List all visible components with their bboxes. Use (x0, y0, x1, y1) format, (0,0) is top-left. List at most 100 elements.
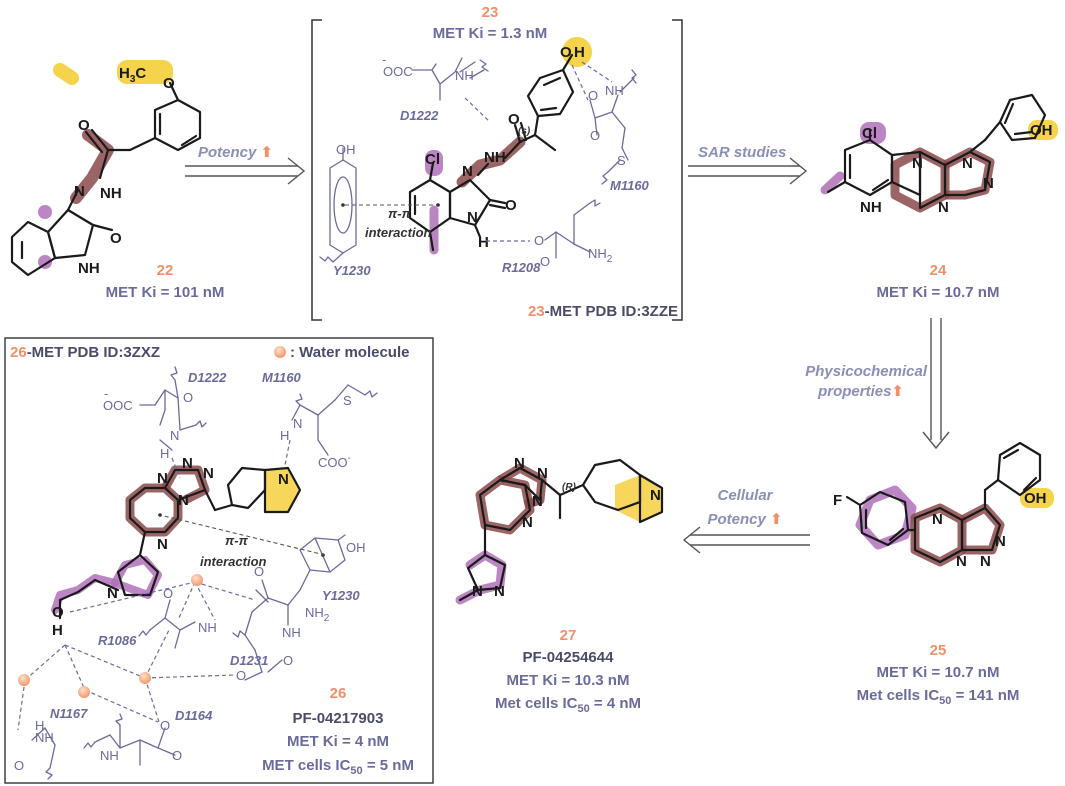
y1230-nh2-26: NH2 (305, 605, 330, 624)
compound-26-ki: MET Ki = 4 nM (287, 733, 389, 750)
n1-26: N (157, 470, 168, 487)
y1230-oh-26: OH (346, 540, 366, 555)
step-sar: SAR studies (698, 144, 786, 161)
m1160-o2: O (590, 128, 600, 143)
m1160-o: O (588, 88, 598, 103)
compound-27-structure (455, 458, 664, 605)
n2-25: N (956, 553, 967, 570)
stereo-s: (s) (518, 126, 531, 137)
n1-27: N (514, 455, 525, 472)
n2-24: N (938, 199, 949, 216)
m1160-s: S (617, 153, 626, 168)
d1164-nh-26: NH (100, 748, 119, 763)
pi-label-23: π-π (388, 206, 412, 221)
residue-d1222-26: D1222 (188, 370, 227, 385)
oxindole-h-23: H (478, 234, 489, 251)
amide-o-22: O (78, 117, 90, 134)
r1208-nh2: NH2 (588, 246, 613, 265)
water-legend: : Water molecule (290, 344, 409, 361)
y1230-o-26: O (254, 564, 264, 579)
y1230-nh-26: NH (282, 625, 301, 640)
residue-r1086-26: R1086 (98, 633, 137, 648)
n-22: N (74, 183, 85, 200)
step-cellular-2: Potency ⬆ (707, 511, 782, 528)
isatin-o-22: O (110, 230, 122, 247)
amide-o-23: O (508, 111, 520, 128)
compound-24-ki: MET Ki = 10.7 nM (877, 284, 1000, 301)
water-icon-2 (139, 672, 151, 684)
r1086-nh-26: NH (198, 620, 217, 635)
d1222-ooc: OOC (383, 64, 413, 79)
cl-24: Cl (862, 125, 877, 142)
ooc-charge: - (382, 52, 386, 67)
r1208-o: O (534, 233, 544, 248)
n1167-nh-26: NH (35, 730, 54, 745)
d1164-o2-26: O (172, 748, 182, 763)
compound-27-ic50: Met cells IC50 = 4 nM (495, 695, 641, 715)
n4-25: N (995, 533, 1006, 550)
water-icon-4 (18, 674, 30, 686)
compound-23-number: 23 (482, 4, 499, 21)
n5-26: N (157, 536, 168, 553)
n3-24: N (962, 155, 973, 172)
compound-26-structure (51, 465, 302, 620)
oxindole-o-23: O (505, 197, 517, 214)
n1167-o-26: O (14, 758, 24, 773)
quinoline-n-26: N (278, 471, 289, 488)
step-cellular-1: Cellular (717, 487, 773, 504)
interaction-label-23: interaction (365, 225, 432, 240)
n4-24: N (983, 175, 994, 192)
residue-r1208-23: R1208 (502, 260, 541, 275)
residue-d1222-23: D1222 (400, 108, 439, 123)
r1208-o2: O (540, 254, 550, 269)
compound-23-ki: MET Ki = 1.3 nM (433, 25, 548, 42)
d1222-ooc-26: OOC (103, 398, 133, 413)
oxindole-n-23: N (467, 209, 478, 226)
n1-24: N (912, 155, 923, 172)
n3-27: N (532, 493, 543, 510)
residue-n1167-26: N1167 (50, 706, 88, 721)
quinoline-n-27: N (650, 487, 661, 504)
arrow-23-24 (688, 157, 808, 185)
n1-25: N (932, 511, 943, 528)
compound-25-structure (845, 441, 1054, 567)
compound-26-number: 26 (330, 685, 347, 702)
n4-27: N (522, 514, 533, 531)
d1222-o-26: O (183, 390, 193, 405)
n3-25: N (980, 553, 991, 570)
compound-27-ki: MET Ki = 10.3 nM (507, 672, 630, 689)
arrow-24-25 (922, 318, 950, 450)
nh-22: NH (100, 185, 122, 202)
step-potency: Potency ⬆ (198, 144, 273, 161)
compound-27-number: 27 (560, 627, 577, 644)
d1231-o2-26: O (283, 653, 293, 668)
compound-26-ic50: MET cells IC50 = 5 nM (262, 757, 414, 777)
step-physchem-2: properties⬆ (817, 383, 904, 400)
d1222-nh: NH (455, 68, 474, 83)
residue-m1160-26: M1160 (262, 370, 302, 385)
m1160-h-26: H (280, 428, 289, 443)
complex-26-title: 26-MET PDB ID:3ZXZ (10, 344, 160, 361)
interaction-label-26: interaction (200, 554, 267, 569)
residue-d1164-26: D1164 (175, 708, 213, 723)
pyrazole-n-26: N (107, 585, 118, 602)
compound-25-ic50: Met cells IC50 = 141 nM (857, 687, 1020, 707)
bracket-23 (311, 19, 683, 321)
m1160-nh: NH (605, 83, 624, 98)
m1160-coo-26: COO- (318, 453, 351, 470)
hydroxy-o-26: O (52, 604, 64, 621)
residue-y1230-26: Y1230 (322, 588, 360, 603)
cl-23: Cl (425, 151, 440, 168)
compound-27-code: PF-04254644 (523, 649, 615, 666)
d1222-h-26: H (160, 446, 169, 461)
water-legend-icon (274, 346, 286, 358)
compound-23-structure (408, 37, 592, 255)
m1160-n-26: N (293, 416, 302, 431)
complex-26-box (4, 337, 434, 784)
nh-24: NH (860, 199, 882, 216)
compound-22-number: 22 (157, 262, 174, 279)
y1230-oh: OH (336, 142, 356, 157)
protein-23 (319, 57, 637, 263)
h3c-label: H3C (119, 65, 146, 85)
arrow-22-23 (185, 157, 306, 185)
